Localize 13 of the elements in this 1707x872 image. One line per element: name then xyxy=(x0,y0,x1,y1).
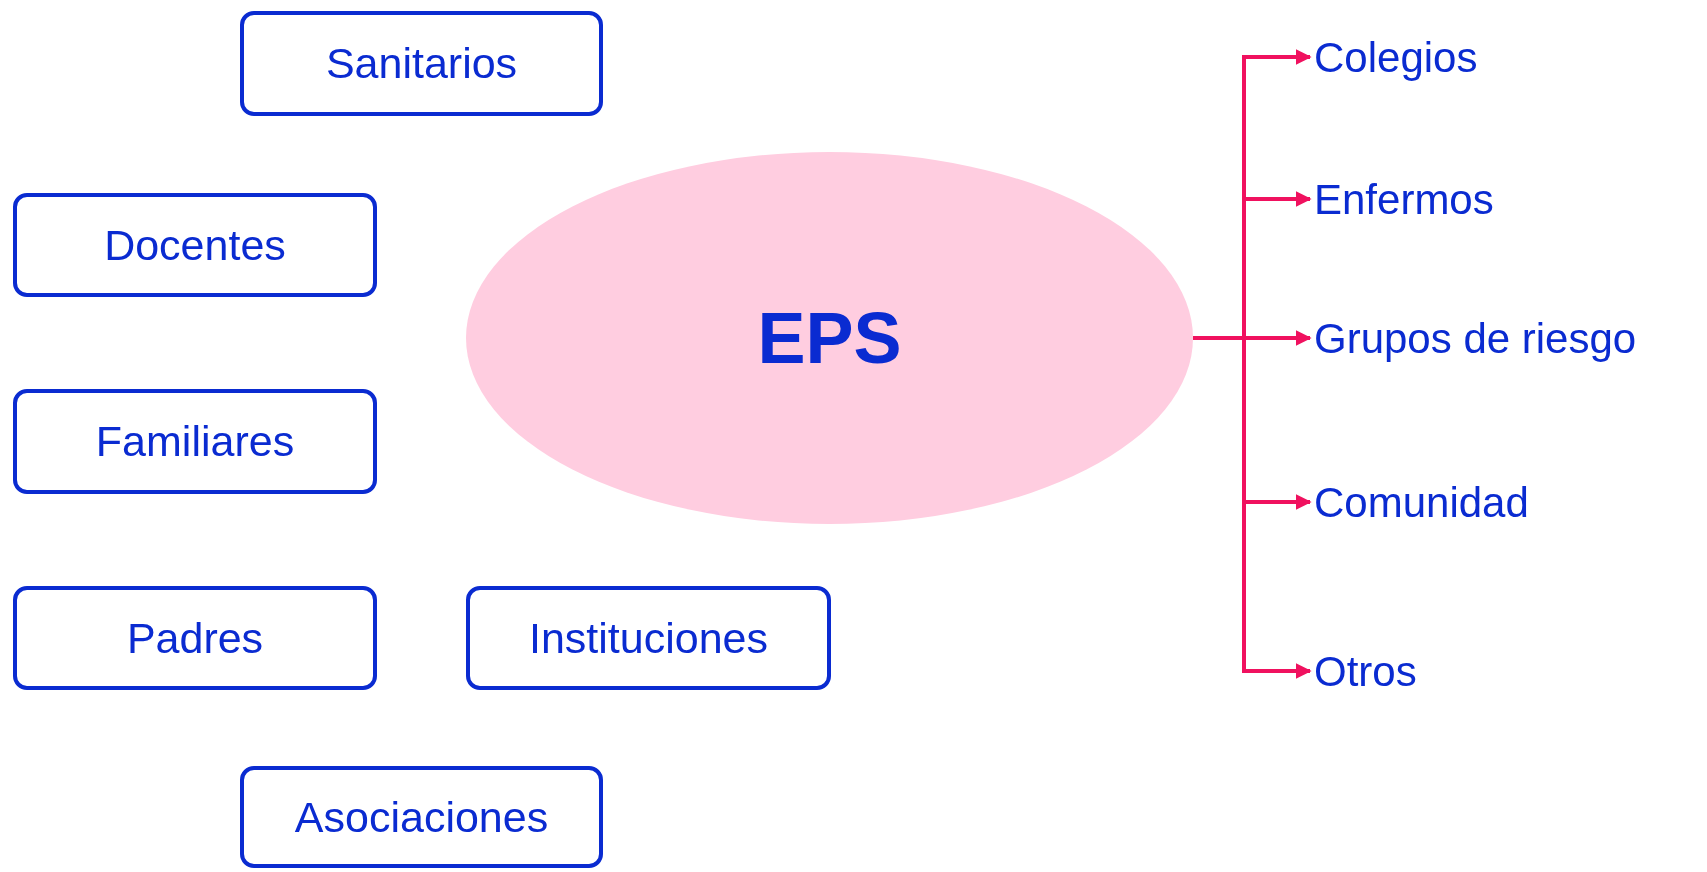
rounded-box: Sanitarios xyxy=(240,11,603,116)
target-label: Enfermos xyxy=(1314,172,1494,226)
rounded-box: Docentes xyxy=(13,193,377,297)
rounded-box: Familiares xyxy=(13,389,377,494)
rounded-box: Asociaciones xyxy=(240,766,603,868)
rounded-box: Instituciones xyxy=(466,586,831,690)
target-label: Comunidad xyxy=(1314,475,1529,529)
arrow xyxy=(1193,336,1312,679)
target-label: Colegios xyxy=(1314,30,1478,84)
ellipse: EPS xyxy=(466,152,1193,524)
target-label: Otros xyxy=(1314,644,1417,698)
rounded-box: Padres xyxy=(13,586,377,690)
target-label: Grupos de riesgo xyxy=(1314,311,1637,365)
